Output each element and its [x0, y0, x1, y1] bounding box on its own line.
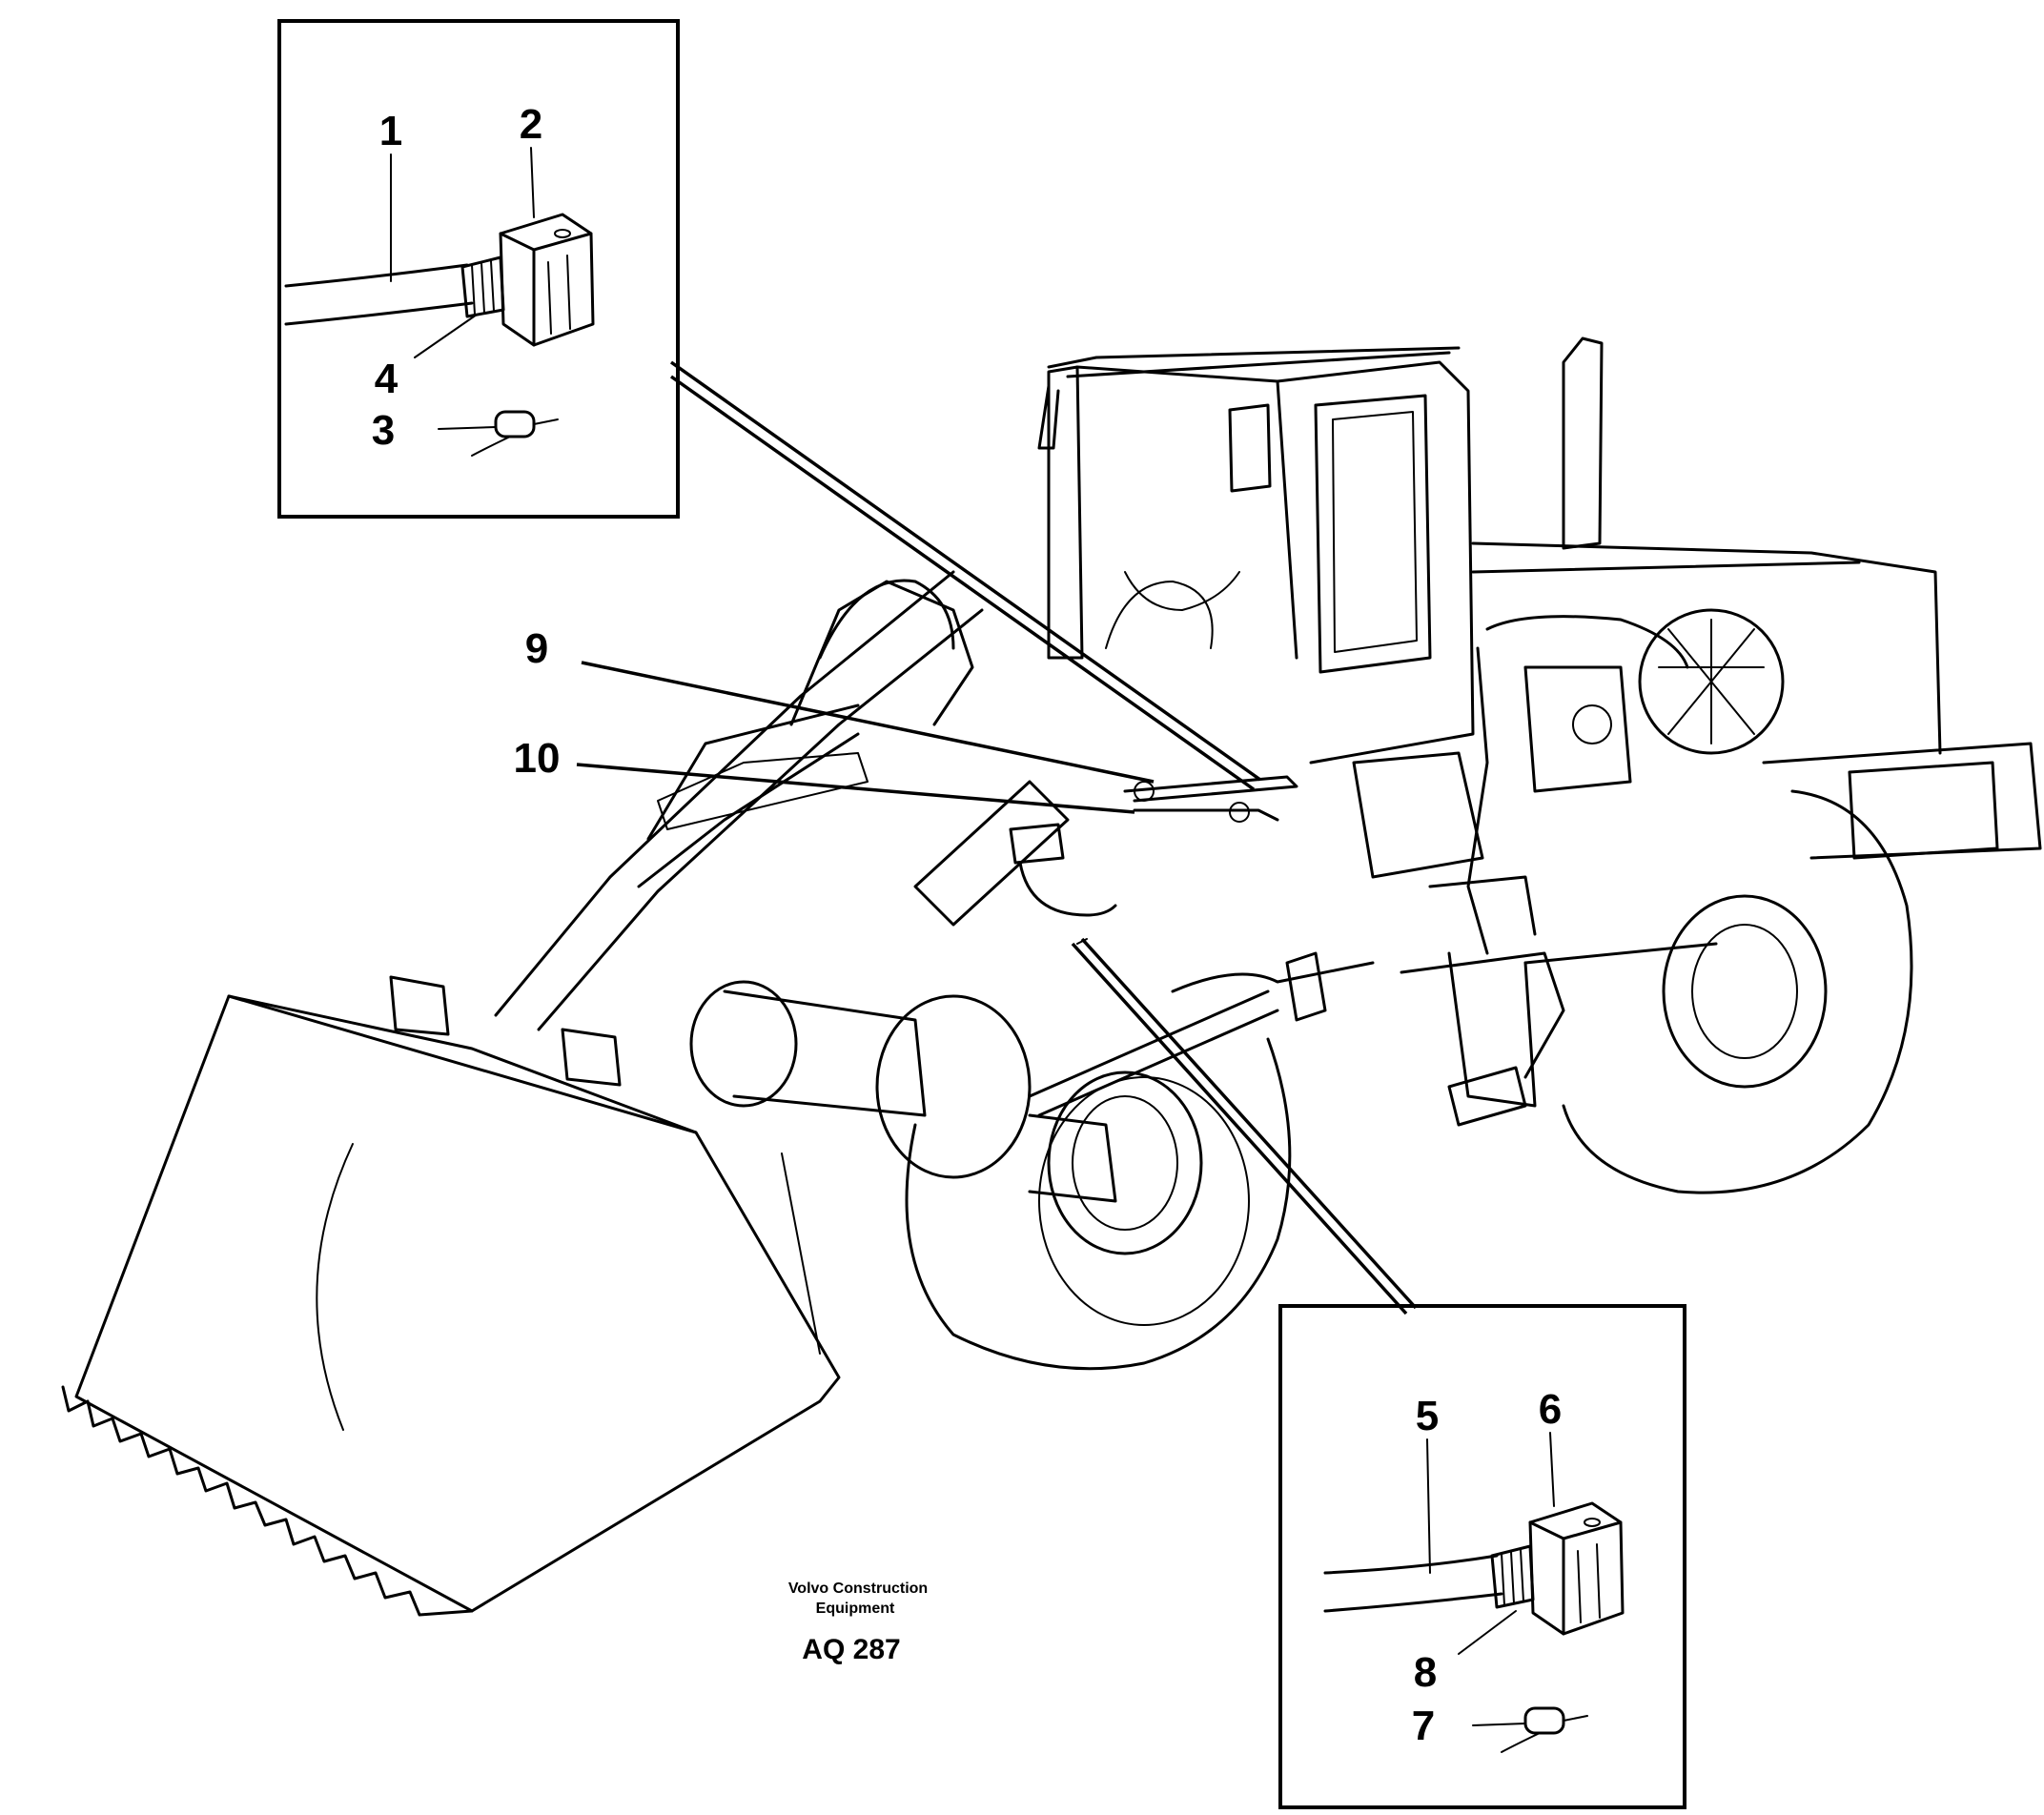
cab [1037, 346, 1475, 765]
callout-8: 8 [1414, 1649, 1437, 1696]
front-axle [689, 980, 1203, 1255]
callout-1: 1 [379, 108, 402, 154]
callout-9: 9 [525, 625, 548, 672]
leader-lower-box [1080, 937, 1418, 1310]
figure-code: AQ 287 [802, 1634, 900, 1665]
bucket [61, 975, 841, 1617]
callout-4: 4 [375, 356, 399, 402]
caption-company-line2: Equipment [816, 1601, 895, 1617]
callout-3: 3 [372, 407, 395, 454]
caption-company: Volvo Construction [788, 1580, 928, 1597]
detail-box-upper: 1 2 4 3 [277, 19, 680, 519]
rear-body [1466, 336, 2042, 955]
figure-caption: Volvo Construction Equipment AQ 287 [788, 1580, 928, 1665]
callout-7: 7 [1412, 1703, 1435, 1749]
leader-upper-box [669, 360, 1262, 782]
callout-2: 2 [520, 101, 542, 148]
wiring-harness [1009, 775, 1298, 945]
rear-wheel [1428, 789, 1913, 1194]
wheel-loader-illustration [61, 336, 2042, 1617]
detail-box-lower: 5 6 8 7 [1278, 1304, 1686, 1809]
callout-10: 10 [514, 735, 561, 782]
drivetrain [1028, 751, 1718, 1127]
callout-6: 6 [1539, 1386, 1562, 1433]
callout-5: 5 [1416, 1393, 1439, 1439]
harness-callouts: 9 10 [514, 625, 1155, 814]
lift-arms [494, 570, 1070, 1031]
